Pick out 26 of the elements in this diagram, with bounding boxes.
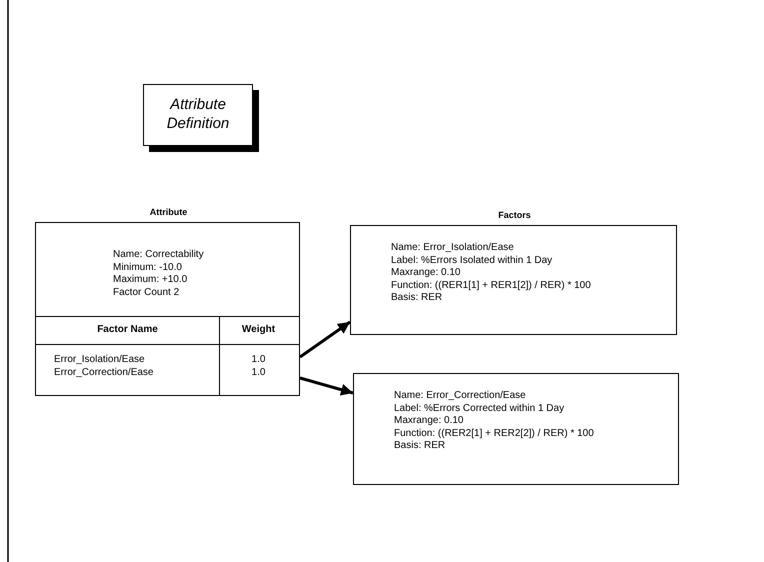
factor-field: Name: Error_Isolation/Ease [391, 242, 514, 254]
factor-field: Name: Error_Correction/Ease [394, 390, 526, 402]
column-header: Weight [240, 324, 276, 336]
factor-field: Label: %Errors Isolated within 1 Day [391, 254, 552, 266]
weight-value: 1.0 [250, 354, 266, 366]
factor-field: Function: ((RER1[1] + RER1[2]) / RER) * 100 [391, 280, 591, 292]
factor-field: Function: ((RER2[1] + RER2[2]) / RER) * 100 [394, 428, 594, 440]
arrow [299, 320, 351, 358]
factor-field: Label: %Errors Corrected within 1 Day [394, 402, 564, 414]
attribute-field: Minimum: -10.0 [113, 262, 182, 274]
weight-value: 1.0 [250, 367, 266, 379]
section-heading: Attribute [148, 206, 188, 218]
factor-field: Basis: RER [391, 292, 442, 304]
factor-card [353, 373, 679, 485]
title-text: Attribute Definition [166, 95, 230, 133]
factor-name: Error_Correction/Ease [54, 367, 154, 379]
column-header: Factor Name [96, 324, 159, 336]
attribute-field: Factor Count 2 [113, 286, 180, 298]
factor-field: Basis: RER [394, 440, 446, 452]
factor-field: Maxrange: 0.10 [394, 415, 464, 427]
attribute-field: Maximum: +10.0 [113, 274, 188, 286]
factor-name: Error_Isolation/Ease [54, 354, 146, 366]
arrow [300, 376, 354, 396]
factor-field: Maxrange: 0.10 [391, 267, 460, 279]
attribute-field: Name: Correctability [113, 249, 204, 261]
section-heading: Factors [497, 209, 532, 221]
